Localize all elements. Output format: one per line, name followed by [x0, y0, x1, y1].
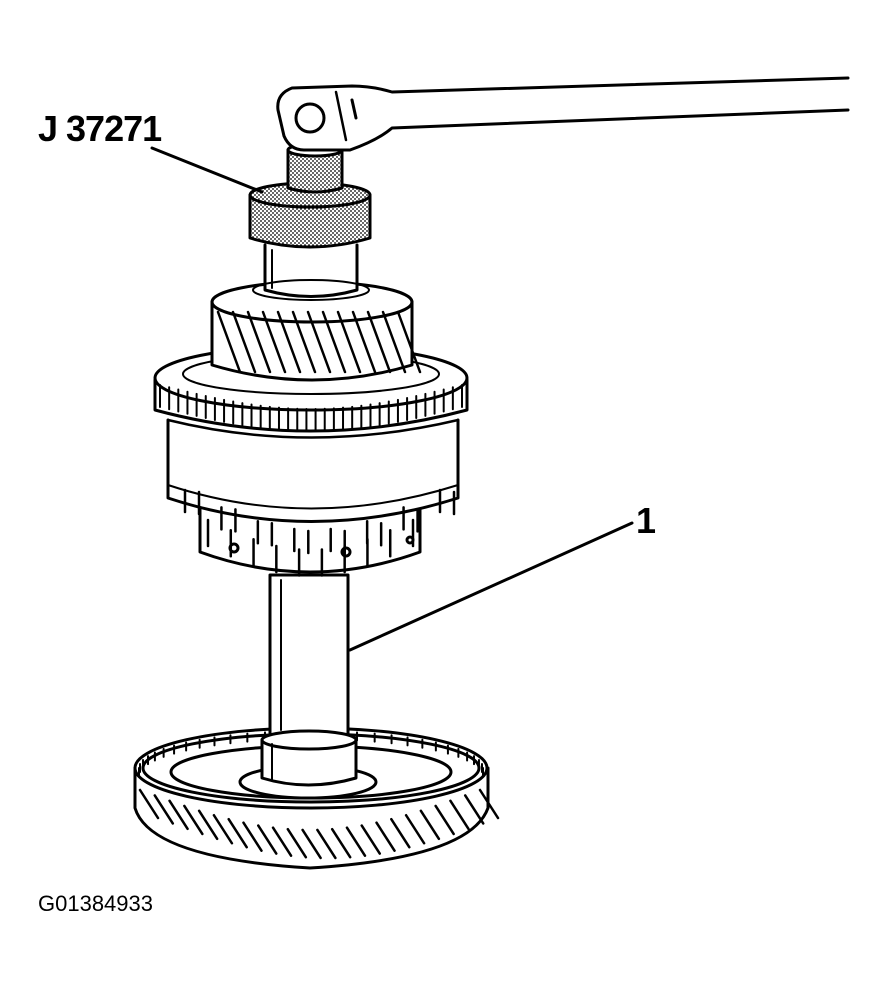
gear-tooth	[330, 827, 352, 859]
gear-tooth	[316, 828, 337, 860]
gear-tooth	[138, 788, 160, 820]
gear-tooth	[360, 824, 381, 855]
gear-tooth	[449, 799, 470, 831]
synchronizer-hub	[153, 344, 469, 577]
gear-tooth	[257, 824, 278, 855]
gear-tooth	[286, 827, 308, 859]
gear-tooth	[276, 310, 302, 374]
tool-label: J 37271	[38, 108, 162, 149]
gear-tooth	[153, 794, 175, 825]
socket-tool	[248, 142, 372, 249]
gear-tooth	[478, 788, 500, 820]
shaft	[260, 573, 358, 787]
gear-tooth	[321, 310, 347, 374]
gear-tooth	[306, 310, 332, 374]
callout-label: 1	[636, 500, 657, 541]
bearing-race	[252, 243, 370, 301]
gear-tooth	[246, 310, 272, 374]
tool-leader-line	[150, 146, 264, 194]
gear-tooth	[366, 310, 392, 374]
gear-tooth	[419, 809, 441, 841]
gear-tooth	[463, 794, 485, 825]
gear-tooth	[231, 310, 257, 374]
gear-tooth	[271, 826, 293, 857]
gear-tooth	[404, 813, 426, 845]
gear-tooth	[375, 821, 396, 852]
gear-tooth	[242, 821, 263, 852]
gear-tooth	[227, 817, 248, 849]
gear-tooth	[261, 310, 287, 374]
gear-tooth	[291, 310, 317, 374]
gear-tooth	[381, 310, 407, 374]
callout-leader-line	[348, 521, 634, 652]
figure-id: G01384933	[38, 891, 153, 916]
gear-tooth	[168, 799, 189, 831]
gear-tooth	[301, 828, 322, 860]
upper-helical-gear	[210, 280, 422, 382]
gear-tooth	[197, 809, 219, 841]
gear-tooth	[434, 804, 455, 836]
gear-tooth	[396, 310, 422, 374]
gear-tooth	[345, 826, 367, 857]
gear-tooth	[183, 804, 204, 836]
gear-tooth	[390, 817, 411, 849]
gear-tooth	[351, 310, 377, 374]
wrench-handle	[276, 76, 850, 152]
gear-tooth	[336, 310, 362, 374]
gear-tooth	[212, 813, 234, 845]
gear-tooth	[216, 310, 242, 374]
